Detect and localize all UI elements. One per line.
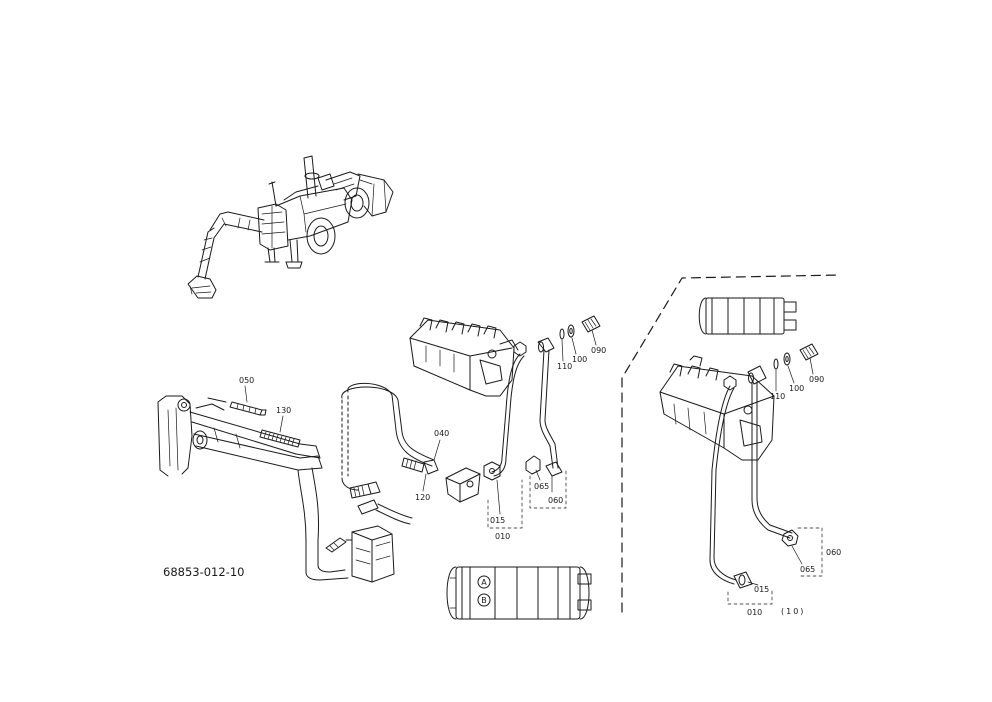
pipe-010-right [709,385,737,585]
connector-block-center [445,467,481,503]
pipe-060-center [539,349,559,469]
callout-060-center: 060 [548,496,563,505]
right-panel-boundary [621,274,841,613]
washer-100-right [783,352,791,366]
fittings-left-chain [349,481,413,525]
callout-130: 130 [276,406,291,415]
port-b-label: B [481,596,487,605]
callout-010-right: 010 [747,608,762,617]
callout-050: 050 [239,376,254,385]
callout-040: 040 [434,429,449,438]
control-valve-block-right [698,297,797,335]
callout-060-right: 060 [826,548,841,557]
washer-100-center [567,324,575,338]
callout-090-center: 090 [591,346,606,355]
port-a-label: A [481,578,487,587]
port-b-circle [477,593,491,607]
hose-040 [341,382,435,491]
control-valve-block [446,566,592,620]
callout-015-right: 015 [754,585,769,594]
engine-block-right [659,355,775,461]
callout-120: 120 [415,493,430,502]
pipe-060-right [751,381,793,539]
callout-100-center: 100 [572,355,587,364]
boom-plate [157,395,193,477]
figure-id: 68853-012-10 [163,565,244,579]
port-a-circle [477,575,491,589]
callout-110-right: 110 [770,392,785,401]
callout-065-center: 065 [534,482,549,491]
callout-015-center: 015 [490,516,505,525]
callout-110-center: 110 [557,362,572,371]
fittings-center-bottom [483,455,563,481]
union-090-center [581,315,601,333]
fittings-right-bottom [733,529,799,589]
callout-variant-right: (10) [781,607,805,616]
callout-010-center: 010 [495,532,510,541]
pipe-130 [259,429,301,448]
callout-100-right: 100 [789,384,804,393]
pipe-010-center [491,353,525,477]
callout-090-right: 090 [809,375,824,384]
fittings-center-top [513,315,601,357]
leader-lines [244,329,823,605]
valve-lower-left [325,525,395,583]
fitting-120 [401,457,439,475]
washer-110-center [559,328,565,340]
bolt-050 [229,401,267,416]
fittings-right-top [723,343,819,391]
engine-block-center [409,317,519,397]
washer-110-right [773,358,779,370]
valve-port-b: B [477,593,491,607]
callout-labels: 050 130 040 120 015 010 065 060 110 100 … [239,346,841,617]
hose-lower-left [297,467,349,581]
boom-cylinder [189,397,323,471]
backhoe-tractor-illustration [187,155,394,299]
union-090-right [799,343,819,361]
valve-port-a: A [477,575,491,589]
callout-065-right: 065 [800,565,815,574]
